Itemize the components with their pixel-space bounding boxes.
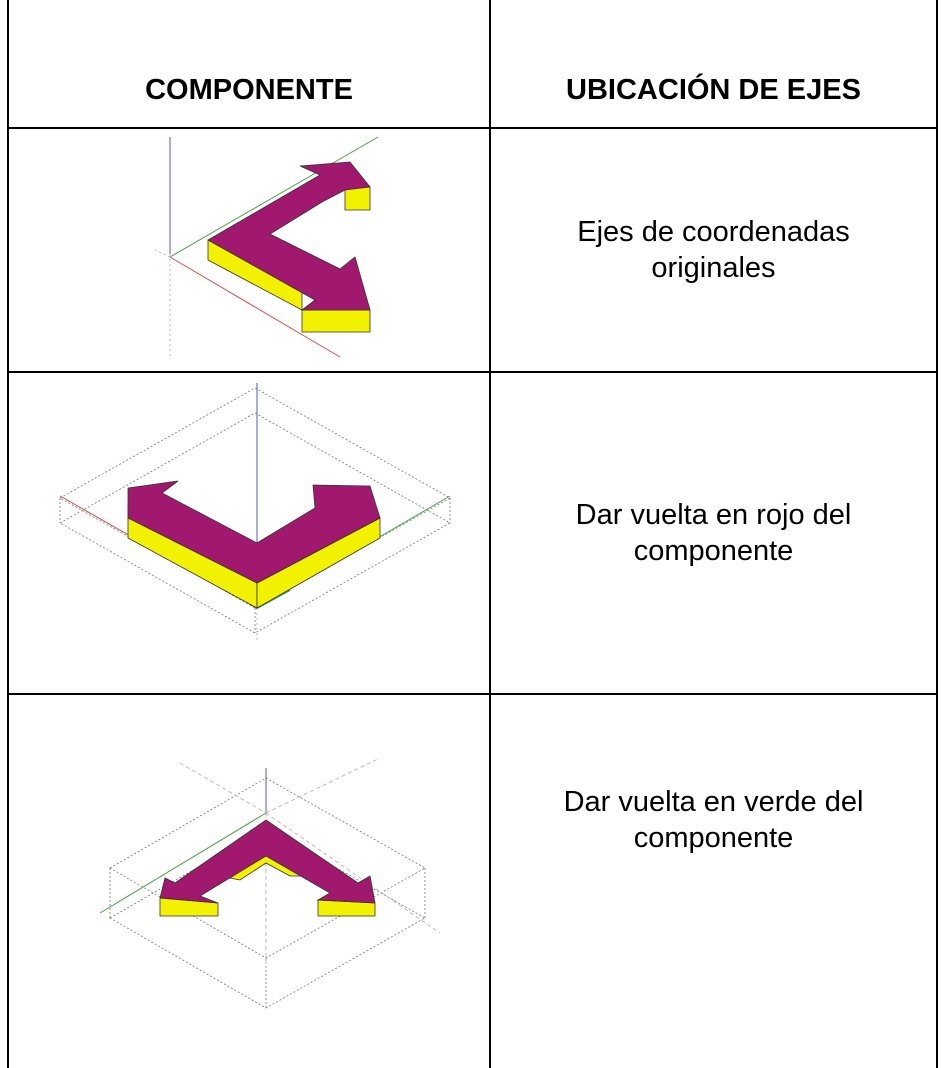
arrow-shape	[207, 161, 371, 311]
row2-description: Dar vuelta en rojo del componente	[491, 373, 936, 693]
row1-bottom-border	[7, 371, 938, 373]
row3-description-line2: componente	[633, 822, 794, 854]
figure-rotate-red	[59, 383, 451, 640]
row2-bottom-border	[7, 693, 938, 695]
header-component: COMPONENTE	[145, 73, 353, 106]
row2-description-line1: Dar vuelta en rojo del	[575, 499, 852, 531]
arrow-shape	[159, 819, 376, 904]
table-right-border	[936, 0, 938, 1068]
header-axes-location: UBICACIÓN DE EJES	[566, 73, 861, 106]
row1-description-line2: originales	[651, 252, 776, 284]
table-column-divider	[489, 0, 491, 1068]
row2-description-line2: componente	[633, 535, 794, 567]
row1-description-line1: Ejes de coordenadas	[577, 216, 850, 248]
figure-rotate-green	[99, 758, 441, 1009]
header-bottom-border	[7, 127, 938, 129]
row3-description: Dar vuelta en verde del componente	[491, 695, 936, 945]
row1-description: Ejes de coordenadas originales	[491, 129, 936, 371]
table-left-border	[7, 0, 9, 1068]
row3-description-line1: Dar vuelta en verde del	[563, 786, 864, 818]
figure-original-axes	[154, 136, 379, 358]
arrow-shape	[127, 480, 381, 584]
